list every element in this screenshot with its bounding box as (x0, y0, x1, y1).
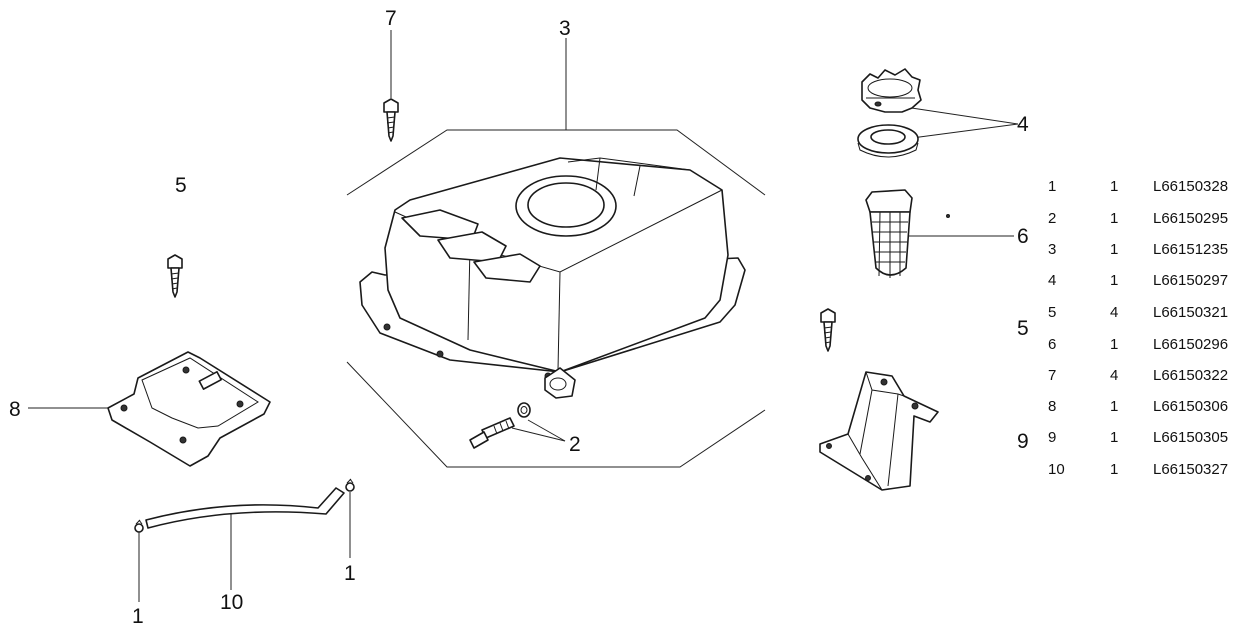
qty-cell: 1 (1110, 398, 1119, 415)
ref-cell: 5 (1048, 304, 1057, 321)
callout-10: 10 (220, 591, 244, 614)
ref-cell: 7 (1048, 367, 1057, 384)
part-number-cell: L66150296 (1153, 336, 1229, 353)
callout-3: 3 (559, 17, 571, 40)
support-bracket-icon (819, 371, 939, 491)
cap-gasket-icon (857, 124, 919, 158)
ref-cell: 9 (1048, 429, 1057, 446)
bracket-plate-icon (107, 351, 271, 467)
callout-2: 2 (569, 433, 581, 456)
part-number-cell: L66150327 (1153, 461, 1229, 478)
leader-lines (28, 30, 1019, 602)
part-number-cell: L66150322 (1153, 367, 1229, 384)
qty-cell: 4 (1110, 367, 1119, 384)
fuel-tank-icon (359, 157, 746, 399)
qty-cell: 4 (1110, 304, 1119, 321)
qty-cell: 1 (1110, 241, 1119, 258)
callout-9: 9 (1017, 430, 1029, 453)
qty-cell: 1 (1110, 210, 1119, 227)
hose-clip-left-icon (134, 519, 144, 533)
part-number-cell: L66150321 (1153, 304, 1229, 321)
callout-8: 8 (9, 398, 21, 421)
part-number-cell: L66150295 (1153, 210, 1229, 227)
callout-7: 7 (385, 7, 397, 30)
ref-cell: 3 (1048, 241, 1057, 258)
callout-1-right: 1 (344, 562, 356, 585)
ref-cell: 10 (1048, 461, 1065, 478)
callout-4: 4 (1017, 113, 1029, 136)
callout-5-right: 5 (1017, 317, 1029, 340)
screw-5-left-icon (167, 254, 183, 298)
tank-group-frame (346, 129, 766, 468)
part-number-cell: L66150297 (1153, 272, 1229, 289)
part-number-cell: L66150306 (1153, 398, 1229, 415)
ref-cell: 6 (1048, 336, 1057, 353)
ref-cell: 2 (1048, 210, 1057, 227)
ref-cell: 4 (1048, 272, 1057, 289)
fuel-hose-icon (145, 487, 345, 529)
qty-cell: 1 (1110, 272, 1119, 289)
qty-cell: 1 (1110, 336, 1119, 353)
qty-cell: 1 (1110, 461, 1119, 478)
drain-bolt-icon (469, 417, 515, 449)
part-number-cell: L66150305 (1153, 429, 1229, 446)
ref-cell: 1 (1048, 178, 1057, 195)
screw-5-right-icon (820, 308, 836, 352)
qty-cell: 1 (1110, 178, 1119, 195)
part-number-cell: L66150328 (1153, 178, 1229, 195)
washer-icon (517, 402, 531, 418)
callout-5-left: 5 (175, 174, 187, 197)
fuel-strainer-icon (865, 189, 950, 278)
callout-6: 6 (1017, 225, 1029, 248)
part-number-cell: L66151235 (1153, 241, 1229, 258)
hose-clip-right-icon (345, 478, 355, 492)
ref-cell: 8 (1048, 398, 1057, 415)
qty-cell: 1 (1110, 429, 1119, 446)
callout-1-left: 1 (132, 605, 144, 628)
screw-7-icon (383, 98, 399, 142)
filler-cap-icon (861, 68, 922, 113)
